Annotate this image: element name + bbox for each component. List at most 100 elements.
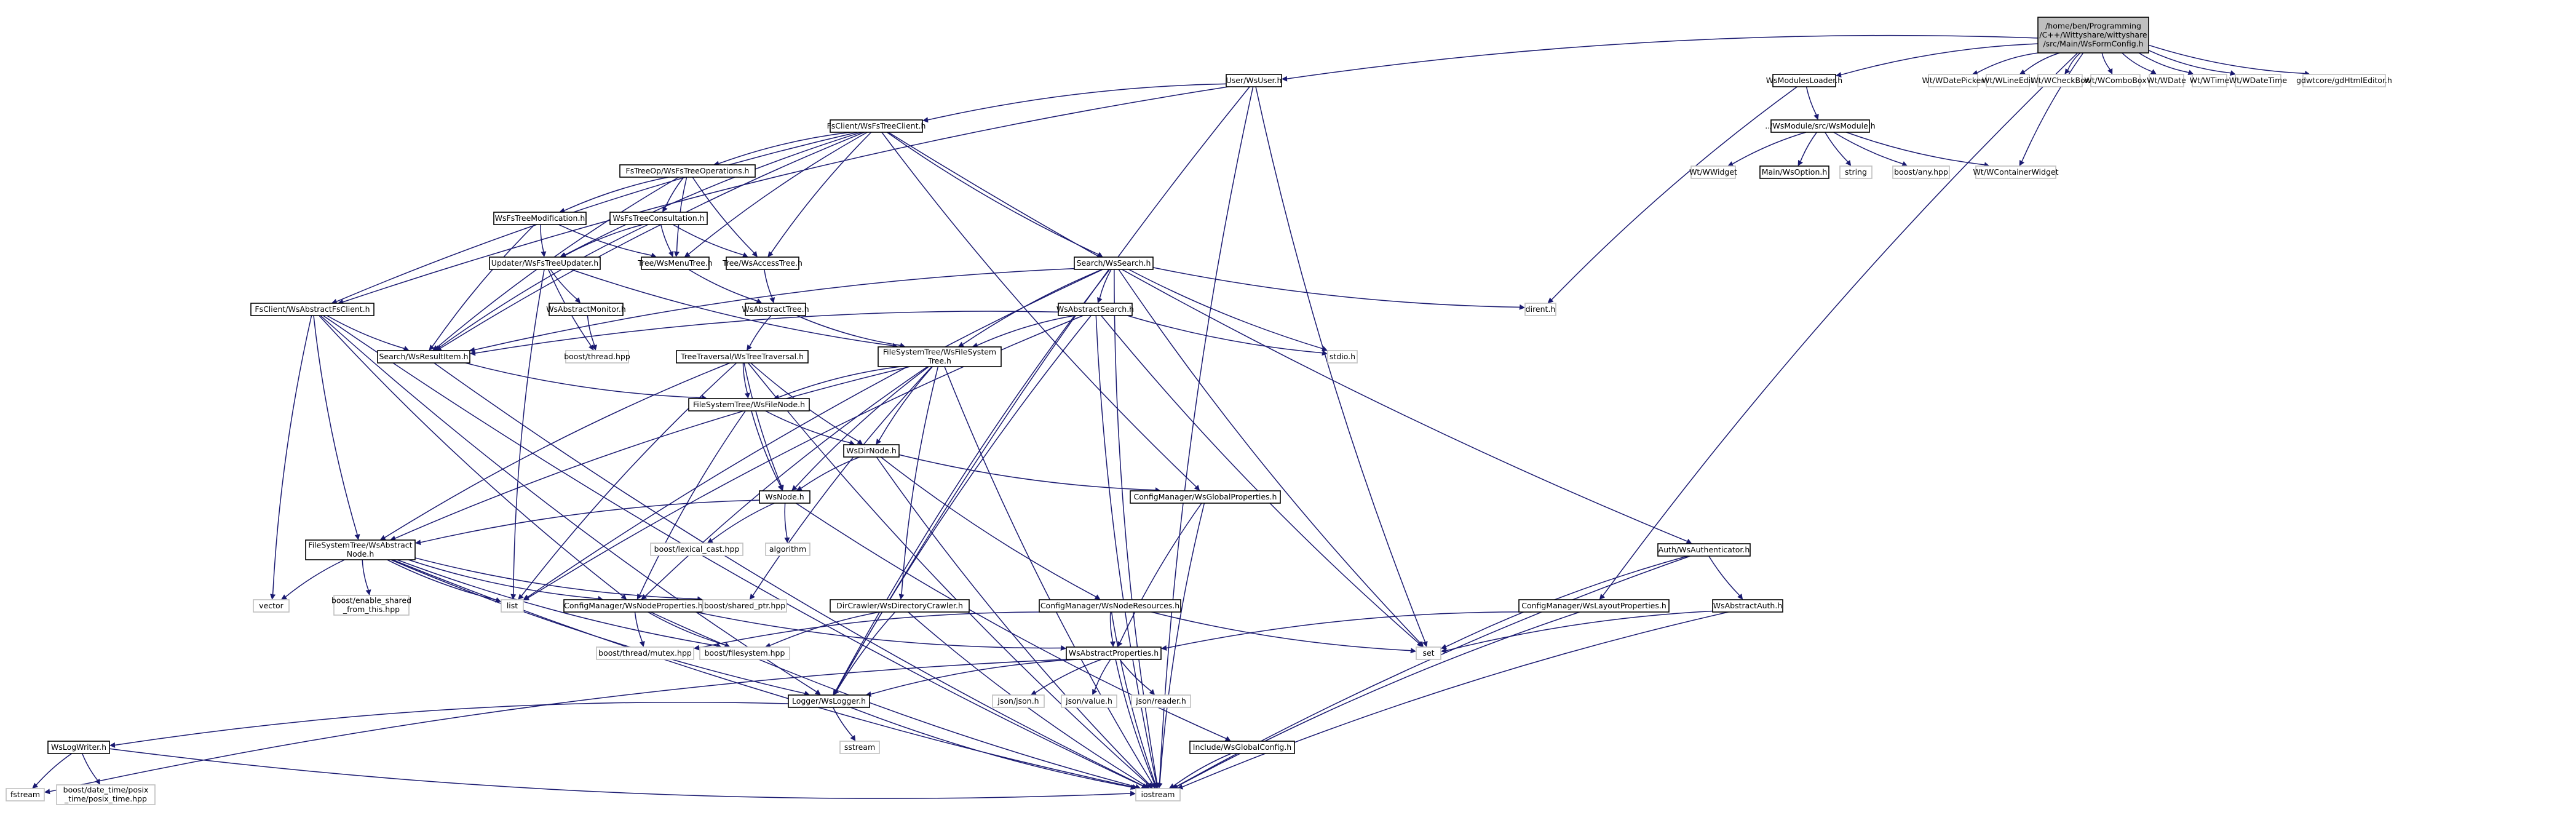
- arrowhead-authwsauthenticator-to-set: [1441, 644, 1448, 650]
- node-box-boostany: [1892, 165, 1950, 179]
- node-wsfstreeconsultation[interactable]: WsFsTreeConsultation.h: [609, 212, 708, 225]
- arrowhead-wsmodule-to-string: [1845, 160, 1852, 166]
- node-loggerwslogger[interactable]: Logger/WsLogger.h: [788, 694, 870, 708]
- edge-root-to-wwcheckbox: [2067, 52, 2081, 71]
- node-jsonjson: json/json.h: [992, 694, 1045, 708]
- arrowhead-userwsuser-to-set: [1422, 641, 1428, 647]
- edge-fsclientwsabstractfsclient-to-loggerwslogger: [320, 315, 817, 693]
- node-box-filesystemtreewsabstractnode: [305, 539, 416, 560]
- edge-root-to-configmanagerwslayoutproperties: [1603, 52, 2079, 596]
- node-label-configmanagerwsnodeproperties-0: ConfigManager/WsNodeProperties.h: [564, 601, 703, 610]
- arrowhead-wsmodulesloader-to-dirent: [1547, 297, 1554, 303]
- edge-filesystemtreewsabstractnode-to-vector: [285, 559, 345, 597]
- edge-filesystemtreewsfilesystemtree-to-configmanagerwsnodeproperties: [644, 366, 928, 597]
- node-wsdirnode[interactable]: WsDirNode.h: [843, 444, 900, 458]
- edge-searchwssearch-to-wsabstractsearch: [1099, 269, 1112, 298]
- node-searchwssearch[interactable]: Search/WsSearch.h: [1074, 256, 1154, 270]
- node-boostthreadmutex: boost/thread/mutex.hpp: [596, 646, 694, 660]
- node-fsclientwsabstractfsclient[interactable]: FsClient/WsAbstractFsClient.h: [250, 303, 375, 316]
- edge-treewsaccesstree-to-wsabstracttree: [764, 269, 773, 298]
- node-dircrawlerwsdirectorycrawler[interactable]: DirCrawler/WsDirectoryCrawler.h: [830, 599, 970, 613]
- node-treewsmenutree[interactable]: Tree/WsMenuTree.h: [637, 256, 713, 270]
- arrowhead-wsabstracttree-to-treetraversalwstreetraversal: [747, 344, 752, 351]
- edge-fsclientwsfstreeclient-to-fsclientwsabstractfsclient: [336, 132, 858, 302]
- node-label-wwdatetime-0: Wt/WDateTime: [2229, 76, 2288, 85]
- edge-wsabstractproperties-to-loggerwslogger: [871, 659, 1077, 695]
- node-wsabstractauth[interactable]: WsAbstractAuth.h: [1712, 599, 1783, 613]
- node-label-root-2: /src/Main/WsFormConfig.h: [2043, 39, 2143, 48]
- node-root[interactable]: /home/ben/Programming/C++/Wittyshare/wit…: [2037, 17, 2149, 54]
- node-configmanagerwsglobalproperties[interactable]: ConfigManager/WsGlobalProperties.h: [1130, 490, 1281, 504]
- edge-wsdirnode-to-iostream: [876, 456, 1150, 785]
- node-fsclientwsfstreeclient[interactable]: FsClient/WsFsTreeClient.h: [827, 119, 926, 133]
- arrowhead-wslogwriter-to-boostdatetime: [95, 778, 100, 785]
- node-set: set: [1416, 646, 1441, 660]
- node-wwcontainerwidget: Wt/WContainerWidget: [1973, 165, 2059, 179]
- arrowhead-updaterwsfstreeupdater-to-list: [510, 594, 517, 600]
- edge-treetraversalwstreetraversal-to-wsnode: [743, 362, 782, 486]
- node-label-configmanagerwsnoderesources-0: ConfigManager/WsNodeResources.h: [1040, 601, 1179, 610]
- arrowhead-wsabstractsearch-to-list: [523, 595, 530, 600]
- node-wwlineedit: Wt/WLineEdit: [1982, 74, 2034, 87]
- arrowhead-wsmodule-to-mainwsoption: [1797, 159, 1803, 166]
- arrowhead-root-to-wwtime: [2187, 70, 2194, 75]
- node-label-wsmodulesloader-0: WsModulesLoader.h: [1766, 76, 1842, 85]
- node-includewsglobalconfig[interactable]: Include/WsGlobalConfig.h: [1189, 741, 1295, 754]
- node-treetraversalwstreetraversal[interactable]: TreeTraversal/WsTreeTraversal.h: [676, 350, 809, 364]
- node-searchwsresultitem[interactable]: Search/WsResultItem.h: [377, 350, 470, 364]
- node-wsmodule[interactable]: ../WsModule/src/WsModule.h: [1765, 119, 1876, 133]
- edge-wsfstreeconsultation-to-updaterwsfstreeupdater: [565, 224, 643, 256]
- edge-configmanagerwslayoutproperties-to-wsabstractproperties: [1166, 611, 1532, 649]
- node-label-wsabstractproperties-0: WsAbstractProperties.h: [1069, 648, 1159, 658]
- node-fstreeopwsfstreeoperations[interactable]: FsTreeOp/WsFsTreeOperations.h: [619, 164, 756, 178]
- node-label-wsfstreeconsultation-0: WsFsTreeConsultation.h: [612, 213, 704, 223]
- node-box-wsabstractauth: [1712, 599, 1783, 613]
- node-boostthread: boost/thread.hpp: [564, 350, 630, 364]
- node-treewsaccesstree[interactable]: Tree/WsAccessTree.h: [722, 256, 803, 270]
- edge-root-to-wwcombobox: [2101, 52, 2110, 70]
- arrowhead-root-to-configmanagerwslayoutproperties: [1599, 594, 1606, 600]
- edge-wsdirnode-to-configmanagerwsglobalproperties: [898, 454, 1155, 491]
- arrowhead-treetraversalwstreetraversal-to-filesystemtreewsabstractnode: [379, 535, 386, 540]
- node-label-filesystemtreewsabstractnode-1: Node.h: [347, 549, 375, 559]
- arrowhead-filesystemtreewsfilesystemtree-to-wsnode: [791, 485, 798, 491]
- node-updaterwsfstreeupdater[interactable]: Updater/WsFsTreeUpdater.h: [489, 256, 601, 270]
- edge-searchwssearch-to-set: [1118, 269, 1421, 643]
- node-wsnode[interactable]: WsNode.h: [759, 490, 810, 504]
- node-wsabstractmonitor[interactable]: WsAbstractMonitor.h: [546, 303, 626, 316]
- arrowhead-searchwssearch-to-dirent: [1519, 304, 1525, 310]
- node-filesystemtreewsfilenode[interactable]: FileSystemTree/WsFileNode.h: [688, 398, 810, 411]
- arrowhead-wsabstractproperties-to-jsonreader: [1149, 689, 1155, 695]
- arrowhead-configmanagerwsnodeproperties-to-wsabstractproperties: [1060, 645, 1066, 651]
- node-authwsauthenticator[interactable]: Auth/WsAuthenticator.h: [1657, 543, 1751, 557]
- node-label-boostsharedptr-0: boost/shared_ptr.hpp: [704, 601, 785, 610]
- node-wsabstracttree[interactable]: WsAbstractTree.h: [742, 303, 809, 316]
- arrowhead-updaterwsfstreeupdater-to-wsabstractmonitor: [574, 297, 581, 303]
- node-wsfstreemodification[interactable]: WsFsTreeModification.h: [493, 212, 587, 225]
- arrowhead-wsnode-to-boostlexicalcast: [707, 538, 713, 543]
- node-configmanagerwsnoderesources[interactable]: ConfigManager/WsNodeResources.h: [1039, 599, 1181, 613]
- node-box-wsmodulesloader: [1772, 74, 1836, 87]
- node-configmanagerwsnodeproperties[interactable]: ConfigManager/WsNodeProperties.h: [563, 599, 703, 613]
- edge-fsclientwsfstreeclient-to-authwsauthenticator: [888, 132, 1687, 542]
- edge-wsfstreemodification-to-searchwsresultitem: [432, 224, 536, 347]
- node-wsabstractproperties[interactable]: WsAbstractProperties.h: [1066, 646, 1162, 660]
- arrowhead-filesystemtreewsabstractnode-to-vector: [280, 594, 287, 600]
- arrowhead-filesystemtreewsfilesystemtree-to-boostsharedptr: [749, 594, 755, 600]
- node-boostdatetime: boost/date_time/posix_time/posix_time.hp…: [56, 784, 156, 805]
- node-label-wsmodule-0: ../WsModule/src/WsModule.h: [1765, 121, 1875, 130]
- arrowhead-wsabstractproperties-to-jsonjson: [1030, 690, 1037, 695]
- node-configmanagerwslayoutproperties[interactable]: ConfigManager/WsLayoutProperties.h: [1518, 599, 1670, 613]
- node-wsabstractsearch[interactable]: WsAbstractSearch.h: [1056, 303, 1134, 316]
- node-wslogwriter[interactable]: WsLogWriter.h: [47, 741, 110, 754]
- node-mainwsoption[interactable]: Main/WsOption.h: [1759, 165, 1829, 179]
- arrowhead-fsclientwsfstreeclient-to-treewsmenutree: [684, 252, 691, 257]
- edge-wsnode-to-filesystemtreewsabstractnode: [420, 499, 760, 543]
- node-wsmodulesloader[interactable]: WsModulesLoader.h: [1766, 74, 1842, 87]
- node-box-treetraversalwstreetraversal: [676, 350, 809, 364]
- node-userwsuser[interactable]: User/WsUser.h: [1226, 74, 1282, 87]
- node-box-loggerwslogger: [788, 694, 870, 708]
- node-label-wsabstractsearch-0: WsAbstractSearch.h: [1056, 304, 1134, 314]
